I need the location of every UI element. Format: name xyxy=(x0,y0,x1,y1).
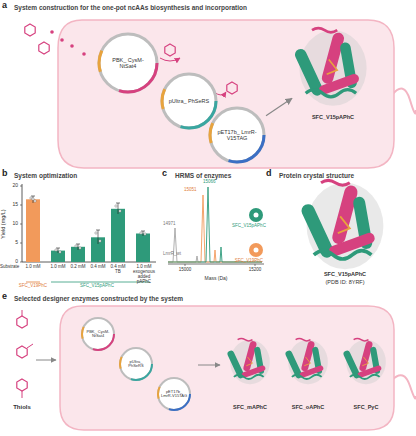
trace-label: LmrR_wt xyxy=(163,252,193,257)
tick-label: 15200 xyxy=(243,268,267,273)
structure-label: SFC_V15pAPhC xyxy=(300,271,390,277)
trace-label: SFC_V15pAPhC xyxy=(226,224,272,229)
panel-title: Selected designer enzymes constructed by… xyxy=(14,295,394,302)
plasmid-name: PBK_ CysM-NtSat4 xyxy=(84,330,111,339)
substrate-label: Thiols xyxy=(2,404,42,411)
tick-label: 1.0 mM exogenous added pAPhC xyxy=(130,265,158,285)
group-label: SFC_V15pAPhC xyxy=(62,284,132,289)
group-label: SFC_V19PhC xyxy=(15,284,51,289)
panel-letter: c xyxy=(162,169,172,179)
plasmid-circle: pUltra_ PhSeRS xyxy=(160,72,218,130)
tick-label: 0.2 mM xyxy=(68,265,88,270)
enzyme-label: SFC_PyC xyxy=(338,404,394,410)
panel-letter: a xyxy=(2,1,12,11)
panel-title: Protein crystal structure xyxy=(279,172,409,179)
plasmid-circle: pET17b_ LmrR-V15TAG xyxy=(156,376,192,412)
trace-label: SFC_V19PhC xyxy=(226,259,272,264)
panel-letter: d xyxy=(266,169,276,179)
panel-letter: e xyxy=(2,292,12,302)
tick-label: 0.4 mM xyxy=(88,265,108,270)
tick-label: 15000 xyxy=(173,268,197,273)
peak-label: 14971 xyxy=(163,222,185,227)
enzyme-label: SFC_oAPhC xyxy=(280,404,336,410)
axis-caption: Substrate xyxy=(0,265,22,270)
peak-label: 15066 xyxy=(203,180,225,185)
tick-label: 20 xyxy=(8,183,18,189)
plasmid-circle: PBK_ CysM-NtSat4 xyxy=(80,316,116,352)
expression-arrow xyxy=(266,98,292,115)
peak-label: 15051 xyxy=(184,188,206,193)
panel-letter: b xyxy=(2,169,12,179)
plasmid-name: pET17b_ LmrR-V15TAG xyxy=(160,390,187,399)
plasmid-circle: pET17b_ LmrR-V15TAG xyxy=(208,106,266,164)
panel-title: HRMS of enzymes xyxy=(175,172,270,179)
plasmid-circle: pUltra_ PhSeRS xyxy=(118,346,154,382)
tick-label: 1.0 mM xyxy=(23,265,43,270)
structure-label: (PDB ID: 8YRF) xyxy=(300,279,390,285)
tick-label: 5 xyxy=(8,240,18,246)
panel-title: System construction for the one-pot ncAA… xyxy=(14,4,394,11)
plasmid-name: pET17b_ LmrR-V15TAG xyxy=(215,129,259,141)
panel-title: System optimization xyxy=(14,172,154,179)
plasmid-circle: PBK_ CysM-NtSat4 xyxy=(97,32,159,94)
axis-title: Mass (Da) xyxy=(196,276,236,282)
protein-figure: SFC_V15pAPhC xyxy=(292,22,374,120)
tick-label: 0.4 mM TB xyxy=(108,265,128,275)
plasmid-name: pUltra_ PhSeRS xyxy=(122,360,149,369)
tick-label: 15 xyxy=(8,202,18,208)
plasmid-name: pUltra_ PhSeRS xyxy=(167,98,211,104)
tick-label: 1.0 mM xyxy=(48,265,68,270)
axis-title: Yield (mg/L) xyxy=(0,199,6,249)
protein-name: SFC_V15pAPhC xyxy=(292,114,374,120)
tick-label: 0 xyxy=(8,259,18,265)
enzyme-label: SFC_mAPhC xyxy=(222,404,278,410)
tick-label: 10 xyxy=(8,221,18,227)
plasmid-name: PBK_ CysM-NtSat4 xyxy=(104,57,151,69)
